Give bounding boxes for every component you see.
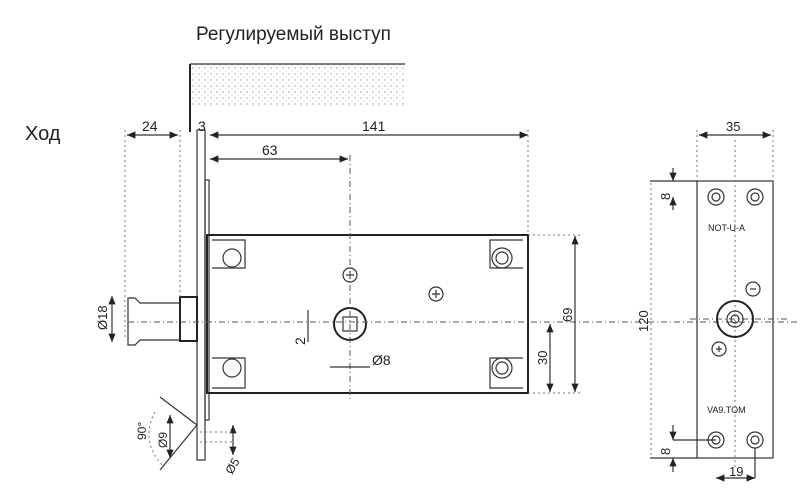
dim-length: 120 — [636, 310, 651, 332]
stamp-bottom: VA9.TOM — [707, 405, 746, 415]
screw-icon — [711, 341, 727, 357]
dimension-lines — [108, 130, 580, 471]
mount-hole-icon — [495, 251, 509, 265]
dim-countersink-dia: Ø9 — [156, 432, 170, 448]
dim-half-height: 30 — [535, 351, 550, 365]
lock-body — [206, 234, 529, 394]
cylinder-face-icon — [716, 300, 754, 338]
mount-hole-icon — [746, 431, 764, 449]
mount-hole-icon — [495, 361, 509, 375]
faceplate — [196, 129, 210, 461]
dim-hole-dia: Ø5 — [222, 455, 242, 476]
dim-travel: 24 — [142, 118, 158, 134]
dim-cylinder-dia: Ø18 — [95, 305, 110, 330]
dim-depth: 141 — [362, 118, 386, 134]
front-view-plate — [650, 130, 790, 482]
dim-plate: 3 — [198, 118, 206, 134]
dim-height: 69 — [560, 308, 575, 322]
mount-hole-icon — [707, 188, 725, 206]
travel-label: Ход — [25, 123, 61, 145]
mount-hole-icon — [222, 248, 242, 268]
dim-backset: 63 — [262, 142, 278, 158]
adjustable-protrusion-label: Регулируемый выступ — [196, 24, 391, 45]
mount-hole-icon — [746, 188, 764, 206]
wall-section — [189, 63, 405, 132]
screw-icon — [745, 281, 761, 297]
stamp-top: NOT-U-A — [708, 223, 745, 233]
dim-width: 35 — [726, 119, 740, 134]
mount-hole-icon — [222, 358, 242, 378]
screw-icon — [428, 286, 444, 302]
dim-bottom-margin: 8 — [658, 448, 673, 455]
dim-top-margin: 8 — [658, 193, 673, 200]
lock-cylinder — [127, 296, 198, 346]
dim-hole-spacing: 19 — [729, 464, 743, 479]
dim-spindle: Ø8 — [372, 352, 391, 368]
dim-offset: 2 — [292, 337, 308, 345]
dim-countersink-angle: 90° — [135, 422, 149, 440]
